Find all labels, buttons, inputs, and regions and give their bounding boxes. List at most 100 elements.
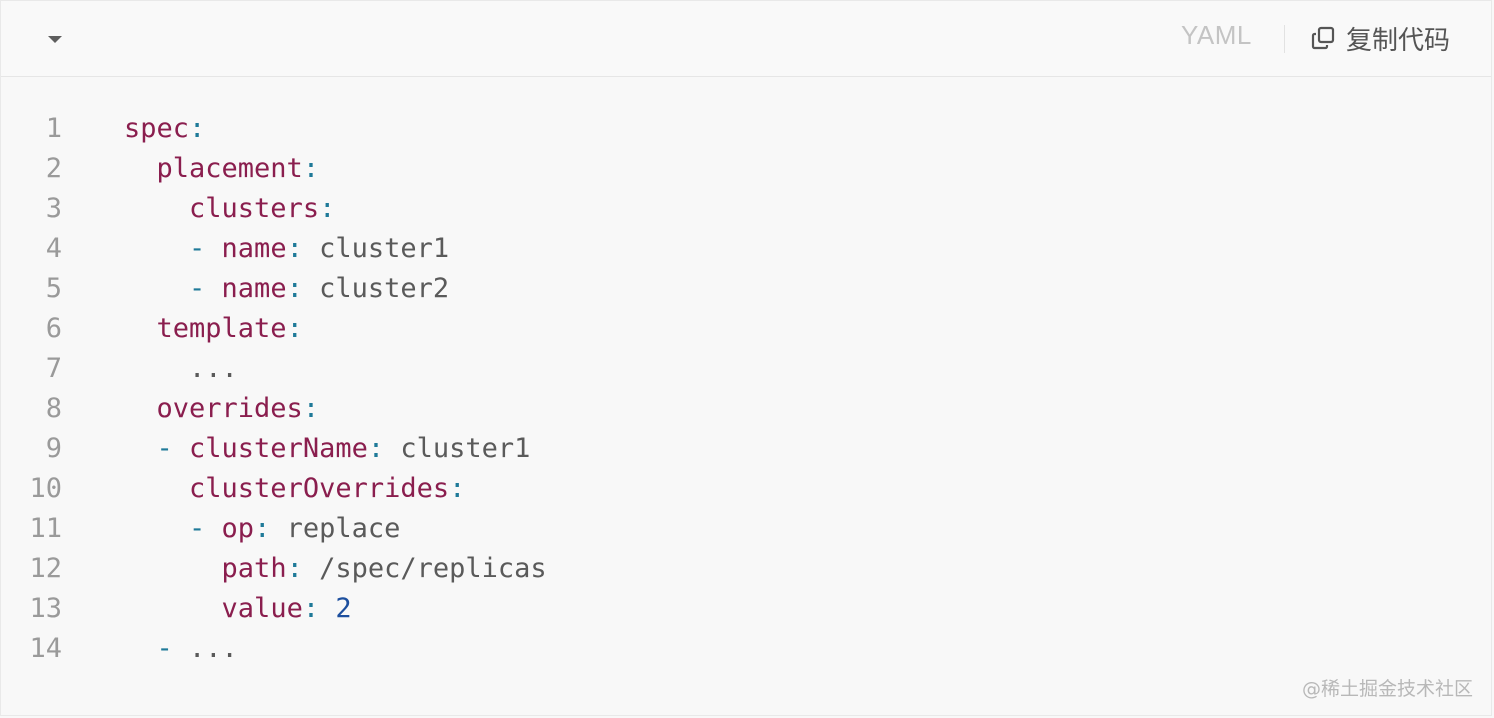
code-text: clusterOverrides: — [124, 469, 465, 509]
yaml-value: replace — [270, 513, 401, 544]
list-dash: - — [189, 233, 222, 264]
chevron-down-icon — [48, 35, 62, 43]
copy-code-label: 复制代码 — [1346, 25, 1451, 56]
yaml-colon: : — [302, 153, 320, 184]
code-text: template: — [124, 309, 303, 349]
yaml-value: cluster1 — [384, 433, 531, 464]
yaml-key: placement — [156, 153, 303, 184]
code-text: value: 2 — [124, 589, 352, 629]
line-number: 6 — [45, 313, 62, 344]
code-line: 10 clusterOverrides: — [1, 469, 1491, 509]
code-text: overrides: — [124, 389, 320, 429]
yaml-value: /spec/replicas — [302, 553, 547, 584]
watermark: @稀土掘金技术社区 — [1301, 678, 1473, 700]
code-text: path: /spec/replicas — [124, 549, 547, 589]
code-line: 3 clusters: — [1, 189, 1491, 229]
code-indent — [124, 313, 157, 344]
code-indent — [124, 593, 222, 624]
yaml-colon: : — [254, 513, 271, 544]
line-number: 1 — [45, 113, 62, 144]
yaml-colon: : — [302, 393, 320, 424]
toolbar-divider — [1284, 25, 1285, 53]
yaml-key: value — [221, 593, 303, 624]
code-line: 14 - ... — [1, 629, 1491, 669]
line-number: 14 — [29, 633, 62, 664]
yaml-key: clusterOverrides — [189, 473, 450, 504]
code-line: 2 placement: — [1, 149, 1491, 189]
yaml-value: ... — [189, 353, 238, 384]
line-number: 7 — [45, 353, 62, 384]
yaml-colon: : — [286, 313, 303, 344]
code-line: 6 template: — [1, 309, 1491, 349]
yaml-value: ... — [189, 633, 238, 664]
yaml-value: cluster1 — [302, 233, 450, 264]
code-text: ... — [124, 349, 238, 389]
line-number: 4 — [45, 233, 62, 264]
yaml-colon: : — [189, 113, 206, 144]
collapse-button[interactable] — [43, 27, 67, 51]
code-line: 11 - op: replace — [1, 509, 1491, 549]
line-number: 13 — [29, 593, 62, 624]
code-indent — [124, 153, 157, 184]
code-indent — [124, 553, 222, 584]
code-indent — [124, 633, 157, 664]
code-indent — [124, 513, 189, 544]
yaml-key: name — [221, 273, 287, 304]
code-line: 8 overrides: — [1, 389, 1491, 429]
list-dash: - — [189, 513, 222, 544]
yaml-colon: : — [286, 233, 303, 264]
code-text: - ... — [124, 629, 238, 669]
code-indent — [124, 193, 189, 224]
line-number: 10 — [29, 473, 62, 504]
code-indent — [124, 273, 189, 304]
code-text: - name: cluster2 — [124, 269, 449, 309]
code-indent — [124, 433, 157, 464]
list-dash: - — [156, 633, 190, 664]
code-text: - clusterName: cluster1 — [124, 429, 531, 469]
code-line: 7 ... — [1, 349, 1491, 389]
code-text: - op: replace — [124, 509, 400, 549]
yaml-colon: : — [302, 593, 320, 624]
line-number: 9 — [45, 433, 62, 464]
line-number: 3 — [45, 193, 62, 224]
yaml-key: template — [156, 313, 287, 344]
language-label: YAML — [1181, 20, 1252, 50]
copy-code-button[interactable]: 复制代码 — [1310, 18, 1450, 58]
yaml-key: clusterName — [189, 433, 368, 464]
yaml-key: spec — [124, 113, 190, 144]
code-toolbar: YAML 复制代码 — [1, 1, 1491, 77]
list-dash: - — [189, 273, 222, 304]
line-number: 12 — [29, 553, 62, 584]
code-line: 1 spec: — [1, 109, 1491, 149]
yaml-colon: : — [286, 273, 303, 304]
line-number: 8 — [45, 393, 62, 424]
code-indent — [124, 473, 189, 504]
yaml-colon: : — [449, 473, 466, 504]
code-indent — [124, 393, 157, 424]
yaml-colon: : — [319, 193, 336, 224]
line-number: 11 — [29, 513, 62, 544]
code-indent — [124, 233, 189, 264]
yaml-value: 2 — [319, 593, 352, 624]
code-line: 9 - clusterName: cluster1 — [1, 429, 1491, 469]
yaml-key: clusters — [189, 193, 320, 224]
code-line: 5 - name: cluster2 — [1, 269, 1491, 309]
yaml-key: op — [221, 513, 255, 544]
yaml-key: overrides — [156, 393, 303, 424]
copy-icon — [1310, 25, 1336, 51]
code-line: 13 value: 2 — [1, 589, 1491, 629]
code-text: placement: — [124, 149, 320, 189]
code-line: 12 path: /spec/replicas — [1, 549, 1491, 589]
yaml-key: path — [221, 553, 287, 584]
code-text: spec: — [124, 109, 205, 149]
yaml-colon: : — [286, 553, 303, 584]
list-dash: - — [156, 433, 190, 464]
line-number: 5 — [45, 273, 62, 304]
yaml-colon: : — [367, 433, 385, 464]
yaml-value: cluster2 — [302, 273, 450, 304]
yaml-key: name — [221, 233, 287, 264]
code-line: 4 - name: cluster1 — [1, 229, 1491, 269]
code-indent — [124, 353, 189, 384]
